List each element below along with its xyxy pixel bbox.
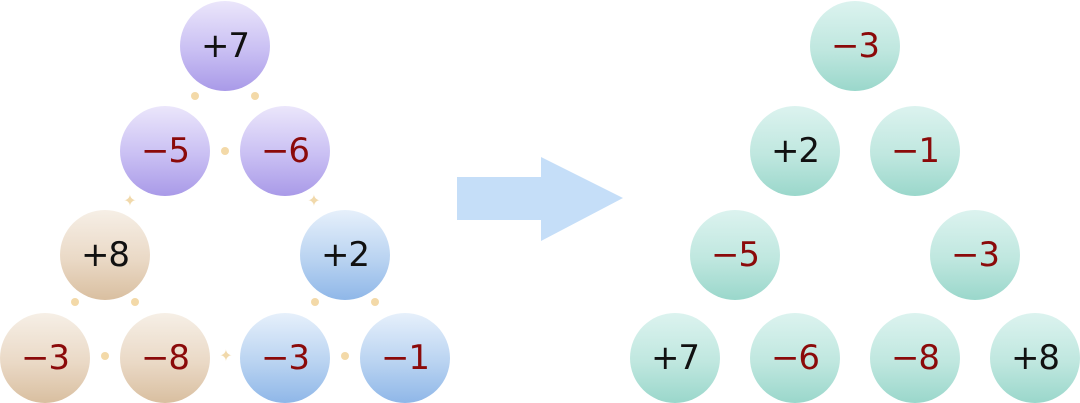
- node-value: −8: [140, 338, 190, 378]
- dot-icon: [191, 92, 199, 100]
- node-value: −3: [950, 235, 1000, 275]
- left-leaf-node: −1: [360, 313, 450, 403]
- node-value: +2: [320, 235, 370, 275]
- right-arrow-icon: [457, 157, 623, 241]
- right-leaf-node: +7: [630, 313, 720, 403]
- dot-icon: [221, 147, 229, 155]
- left-root-node: +7: [180, 1, 270, 91]
- node-value: −6: [770, 338, 820, 378]
- left-leaf-node: −3: [0, 313, 90, 403]
- right-level2-node: −1: [870, 106, 960, 196]
- right-leaf-node: +8: [990, 313, 1080, 403]
- dot-icon: [101, 352, 109, 360]
- left-level2-node: −5: [120, 106, 210, 196]
- left-leaf-node: −3: [240, 313, 330, 403]
- node-value: −5: [140, 131, 190, 171]
- sparkle-icon: ✦: [219, 346, 233, 365]
- right-level2-node: +2: [750, 106, 840, 196]
- node-value: +8: [1010, 338, 1060, 378]
- dot-icon: [131, 298, 139, 306]
- sparkle-icon: ✦: [307, 191, 321, 210]
- dot-icon: [341, 352, 349, 360]
- dot-icon: [251, 92, 259, 100]
- right-root-node: −3: [810, 1, 900, 91]
- node-value: +8: [80, 235, 130, 275]
- node-value: −6: [260, 131, 310, 171]
- right-leaf-node: −6: [750, 313, 840, 403]
- dot-icon: [371, 298, 379, 306]
- left-level3-node: +8: [60, 210, 150, 300]
- node-value: −1: [380, 338, 430, 378]
- right-level3-node: −5: [690, 210, 780, 300]
- left-level2-node: −6: [240, 106, 330, 196]
- right-leaf-node: −8: [870, 313, 960, 403]
- dot-icon: [71, 298, 79, 306]
- node-value: −8: [890, 338, 940, 378]
- node-value: −3: [260, 338, 310, 378]
- right-level3-node: −3: [930, 210, 1020, 300]
- dot-icon: [311, 298, 319, 306]
- left-leaf-node: −8: [120, 313, 210, 403]
- node-value: −3: [20, 338, 70, 378]
- node-value: +7: [200, 26, 250, 66]
- node-value: −3: [830, 26, 880, 66]
- node-value: +7: [650, 338, 700, 378]
- sparkle-icon: ✦: [123, 191, 137, 210]
- node-value: −5: [710, 235, 760, 275]
- left-level3-node: +2: [300, 210, 390, 300]
- node-value: +2: [770, 131, 820, 171]
- node-value: −1: [890, 131, 940, 171]
